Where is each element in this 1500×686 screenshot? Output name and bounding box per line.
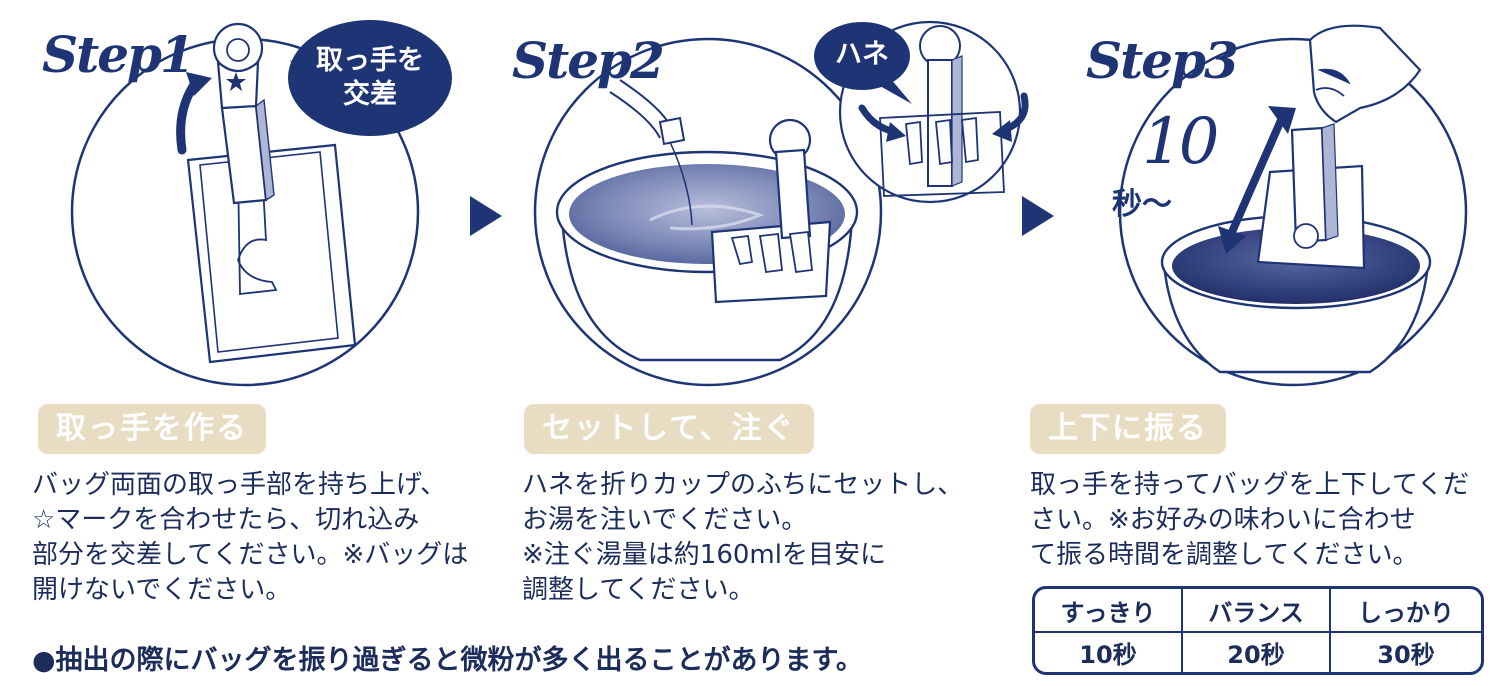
footnote: ●抽出の際にバッグを振り過ぎると微粉が多く出ることがあります。 (32, 645, 863, 676)
timing-value-cell: 10秒 (1035, 633, 1183, 672)
step3-heading: 上下に振る (1030, 404, 1226, 454)
step1-heading: 取っ手を作る (38, 404, 266, 454)
timing-table: すっきり バランス しっかり 10秒 20秒 30秒 (1032, 586, 1484, 675)
step3-time-unit: 秒～ (1112, 187, 1172, 222)
step1-desc-line: ☆マークを合わせたら、切れ込み (32, 505, 420, 535)
step1-desc-line: 開けないでください。 (32, 575, 292, 605)
step1-illustration (70, 20, 452, 387)
step1-description: バッグ両面の取っ手部を持ち上げ、 ☆マークを合わせたら、切れ込み 部分を交差して… (32, 468, 468, 608)
step2-label: Step2 (512, 31, 665, 90)
step2-desc-line: ハネを折りカップのふちにセットし、 (522, 470, 964, 500)
step2-bubble: ハネ (835, 39, 889, 70)
step3-desc-line: さい。※お好みの味わいに合わせ (1030, 505, 1416, 535)
step1-bubble-line-2: 交差 (343, 78, 397, 110)
step2-description: ハネを折りカップのふちにセットし、 お湯を注いでください。 ※注ぐ湯量は約160… (522, 468, 963, 608)
step3-description: 取っ手を持ってバッグを上下してくだ さい。※お好みの味わいに合わせ て振る時間を… (1030, 468, 1469, 573)
timing-header-cell: しっかり (1331, 589, 1481, 633)
timing-header-cell: すっきり (1035, 589, 1183, 633)
step3-desc-line: 取っ手を持ってバッグを上下してくだ (1030, 470, 1470, 500)
step1-desc-line: バッグ両面の取っ手部を持ち上げ、 (32, 470, 447, 500)
step2-desc-line: 調整してください。 (522, 575, 755, 605)
step3-label: Step3 (1086, 31, 1239, 90)
timing-header-cell: バランス (1183, 589, 1331, 633)
step3-desc-line: て振る時間を調整してください。 (1030, 540, 1419, 570)
illustration-layer (70, 20, 1468, 387)
step3-time-number: 10 (1142, 105, 1219, 179)
step1-bubble-line-1: 取っ手を (316, 45, 424, 76)
step1-label: Step1 (42, 25, 195, 84)
timing-value-cell: 30秒 (1377, 641, 1435, 669)
arrow-right-icon (470, 196, 502, 236)
step2-heading: セットして、注ぐ (524, 404, 814, 454)
step1-desc-line: 部分を交差してください。※バッグは (32, 540, 469, 570)
step2-desc-line: お湯を注いでください。 (522, 505, 808, 535)
step2-illustration (533, 20, 1029, 387)
timing-value-cell: 20秒 (1183, 633, 1331, 672)
step1-bubble: 取っ手を 交差 (308, 44, 432, 112)
arrow-right-icon (1022, 196, 1054, 236)
step2-desc-line: ※注ぐ湯量は約160mlを目安に (522, 540, 886, 570)
step3-illustration (1118, 24, 1468, 387)
